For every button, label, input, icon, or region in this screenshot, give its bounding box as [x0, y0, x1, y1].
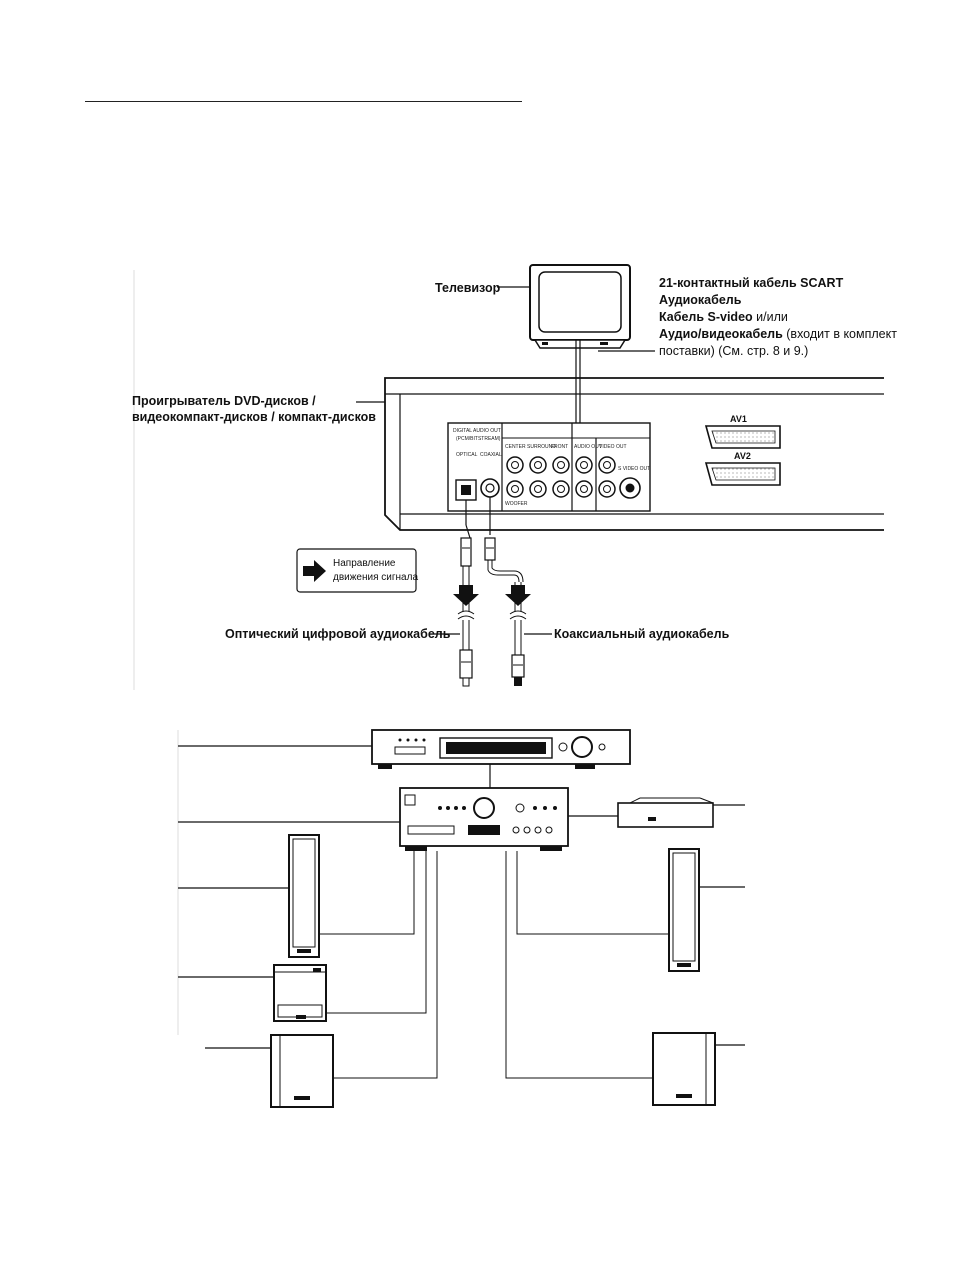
player-label-line1: Проигрыватель DVD-дисков /: [132, 394, 316, 408]
panel-svideo-out-text: S VIDEO OUT: [618, 466, 650, 472]
rear-left-speaker: [270, 1034, 334, 1108]
optical-cable-drawing: [453, 500, 479, 687]
scart-cable-label: 21-контактный кабель SCART: [659, 276, 844, 290]
signal-legend: [296, 548, 417, 593]
scart-av1: AV1: [704, 414, 781, 449]
speaker-wiring: [319, 851, 669, 1079]
svideo-cable-main: Кабель S-video: [659, 310, 753, 324]
panel-optical-text: OPTICAL: [456, 452, 478, 458]
panel-front-text: FRONT: [551, 444, 568, 450]
dvd-player: [384, 377, 884, 531]
down-arrow-icon: [453, 585, 479, 606]
rear-right-speaker: [652, 1032, 716, 1106]
av-cable-suffix: (входит в комплект: [782, 327, 897, 341]
av2-label: AV2: [734, 451, 751, 461]
down-arrow-icon: [505, 585, 531, 606]
panel-coaxial-text: COAXIAL: [480, 452, 502, 458]
svideo-cable-label: Кабель S-video и/или: [659, 309, 788, 325]
panel-center-text: CENTER: [505, 444, 526, 450]
center-speaker: [273, 964, 327, 1022]
tv-label: Телевизор: [435, 281, 501, 295]
scart-av2: AV2: [704, 451, 781, 486]
panel-video-out-text: VIDEO OUT: [599, 444, 627, 450]
panel-pcm-text: (PCM/BITSTREAM): [456, 436, 501, 442]
rear-panel: DIGITAL AUDIO OUT (PCM/BITSTREAM) OPTICA…: [447, 422, 651, 512]
coaxial-cable-label: Коаксиальный аудиокабель: [554, 627, 730, 641]
front-left-speaker: [288, 834, 320, 958]
audio-cable-label: Аудиокабель: [659, 293, 742, 307]
right-arrow-icon: [303, 560, 326, 582]
deck-unit: [371, 729, 631, 769]
header-rule: [85, 101, 522, 102]
av-cable-main: Аудио/видеокабель: [659, 327, 783, 341]
supplied-note-label: поставки) (См. стр. 8 и 9.): [659, 344, 809, 358]
panel-surround-text: SURROUND: [527, 444, 556, 450]
signal-label-line2: движения сигнала: [333, 572, 418, 583]
av1-label: AV1: [730, 414, 747, 424]
tv-icon: [529, 264, 631, 349]
panel-woofer-text: WOOFER: [505, 501, 528, 507]
panel-digital-out-text: DIGITAL AUDIO OUT: [453, 428, 501, 434]
optical-cable-label: Оптический цифровой аудиокабель: [225, 627, 451, 641]
player-label-line2: видеокомпакт-дисков / компакт-дисков: [132, 410, 376, 424]
svideo-cable-suffix: и/или: [752, 310, 788, 324]
receiver-unit: [399, 787, 569, 851]
av-cable-label: Аудио/видеокабель (входит в комплект: [659, 326, 897, 342]
panel-audio-out-text: AUDIO OUT: [574, 444, 602, 450]
md-unit: [617, 797, 714, 828]
signal-label-line1: Направление: [333, 558, 396, 569]
coaxial-cable-drawing: [484, 497, 531, 686]
front-right-speaker: [668, 848, 700, 972]
